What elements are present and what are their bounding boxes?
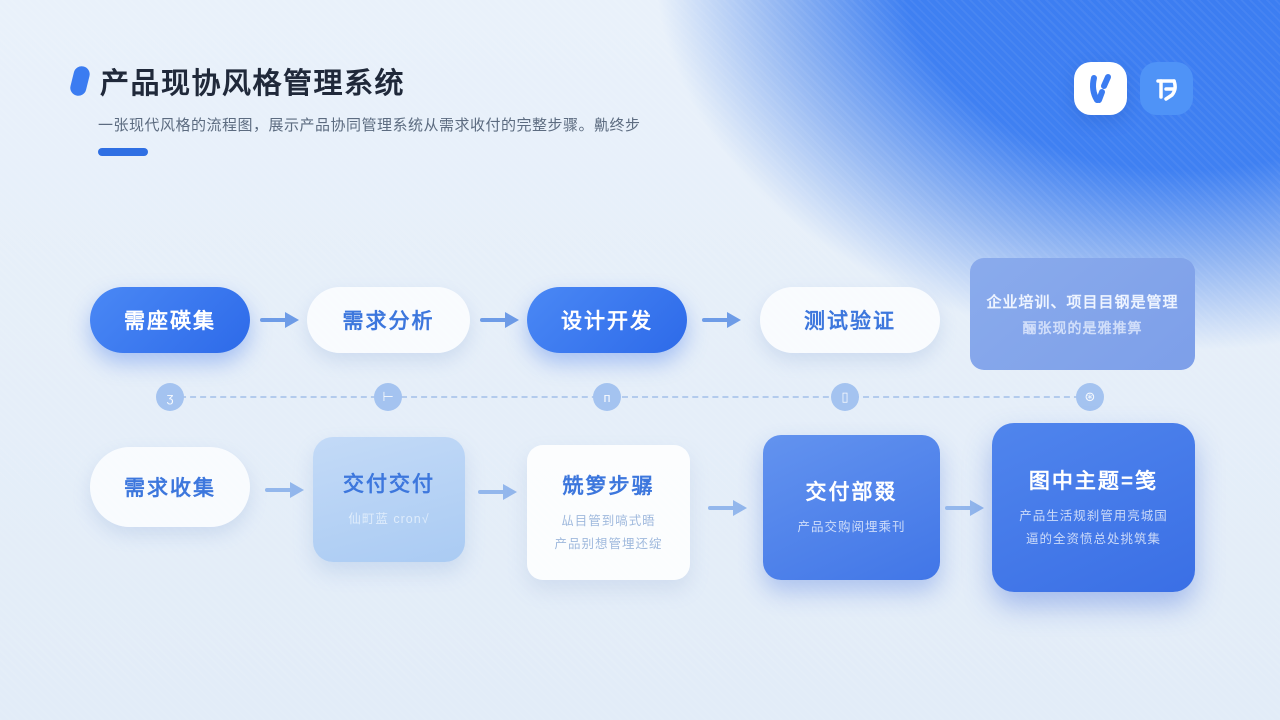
flow-node-top-1: 需座碤集	[90, 287, 250, 353]
flow-node-top-3: 设计开发	[527, 287, 687, 353]
card-title: 兟箩步骣	[562, 475, 655, 498]
flow-node-label: 需座碤集	[124, 310, 216, 333]
badge-glyph: ▯	[841, 389, 849, 404]
badge-glyph: ⊢	[382, 389, 394, 404]
flow-node-bottom-3: 兟箩步骣 厸目管到嗃式晤 产品别想管埋还绽	[527, 445, 690, 580]
flow-node-bottom-2: 交付交付 仙町蓝 cron√	[313, 437, 465, 562]
connector-badge-icon: п	[593, 383, 621, 411]
dashed-connector-line	[170, 396, 1090, 398]
flow-node-bottom-1: 需求收集	[90, 447, 250, 527]
info-box: 企业培训、项目目钢是管理 酾张现的是雅推箅	[970, 258, 1195, 370]
connector-badge-icon: ⊢	[374, 383, 402, 411]
connector-badge-icon: ⊛	[1076, 383, 1104, 411]
brand-mark-icon	[1074, 62, 1127, 115]
card-title: 交付部叕	[805, 481, 898, 505]
connector-badge-icon: ▯	[831, 383, 859, 411]
arrow-right-icon	[258, 308, 302, 332]
flow-node-label: 需求收集	[124, 477, 216, 500]
flow-node-bottom-4: 交付部叕 产品交购阅埋乘刊	[763, 435, 940, 580]
badge-glyph: ʒ	[166, 389, 174, 405]
arrow-right-icon	[700, 308, 744, 332]
card-subtitle-line2: 逼的全资愤总处挑筑集	[1025, 531, 1161, 546]
arrow-right-icon	[943, 496, 987, 520]
card-subtitle: 产品交购阅埋乘刊	[797, 520, 906, 535]
card-subtitle: 仙町蓝 cron√	[348, 512, 430, 527]
flow-node-label: 测试验证	[804, 310, 896, 333]
arrow-right-icon	[706, 496, 750, 520]
title-underline	[98, 148, 148, 156]
info-box-line2: 酾张现的是雅推箅	[1022, 319, 1143, 336]
app-mark-icon	[1140, 62, 1193, 115]
arrow-right-icon	[263, 478, 307, 502]
badge-glyph: ⊛	[1084, 389, 1096, 404]
card-subtitle-line1: 厸目管到嗃式晤	[561, 514, 656, 528]
card-subtitle: 产品生活规刹管用亮城国 逼的全资愤总处挑筑集	[1019, 505, 1168, 550]
flow-node-top-2: 需求分析	[307, 287, 470, 353]
card-subtitle-line2: 产品别想管埋还绽	[554, 536, 663, 551]
page-subtitle: 一张现代风格的流程图，展示产品协同管理系统从需求收付的完整步骤。鼽终步	[98, 117, 641, 134]
flow-node-bottom-5: 图中主题=笺 产品生活规刹管用亮城国 逼的全资愤总处挑筑集	[992, 423, 1195, 592]
card-subtitle: 厸目管到嗃式晤 产品别想管埋还绽	[554, 510, 662, 555]
page-title: 产品现协风格管理系统	[100, 68, 406, 100]
info-box-line1: 企业培训、项目目钢是管理	[986, 293, 1179, 311]
arrow-right-icon	[478, 308, 522, 332]
title-bullet-icon	[68, 64, 92, 98]
flow-node-top-4: 测试验证	[760, 287, 940, 353]
badge-glyph: п	[603, 389, 611, 405]
connector-badge-icon: ʒ	[156, 383, 184, 411]
arrow-right-icon	[476, 480, 520, 504]
card-title: 图中主题=笺	[1028, 470, 1159, 493]
flow-node-label: 需求分析	[342, 310, 435, 333]
flow-node-label: 设计开发	[561, 310, 653, 333]
card-subtitle-line1: 产品生活规刹管用亮城国	[1019, 509, 1168, 523]
card-title: 交付交付	[343, 473, 435, 497]
